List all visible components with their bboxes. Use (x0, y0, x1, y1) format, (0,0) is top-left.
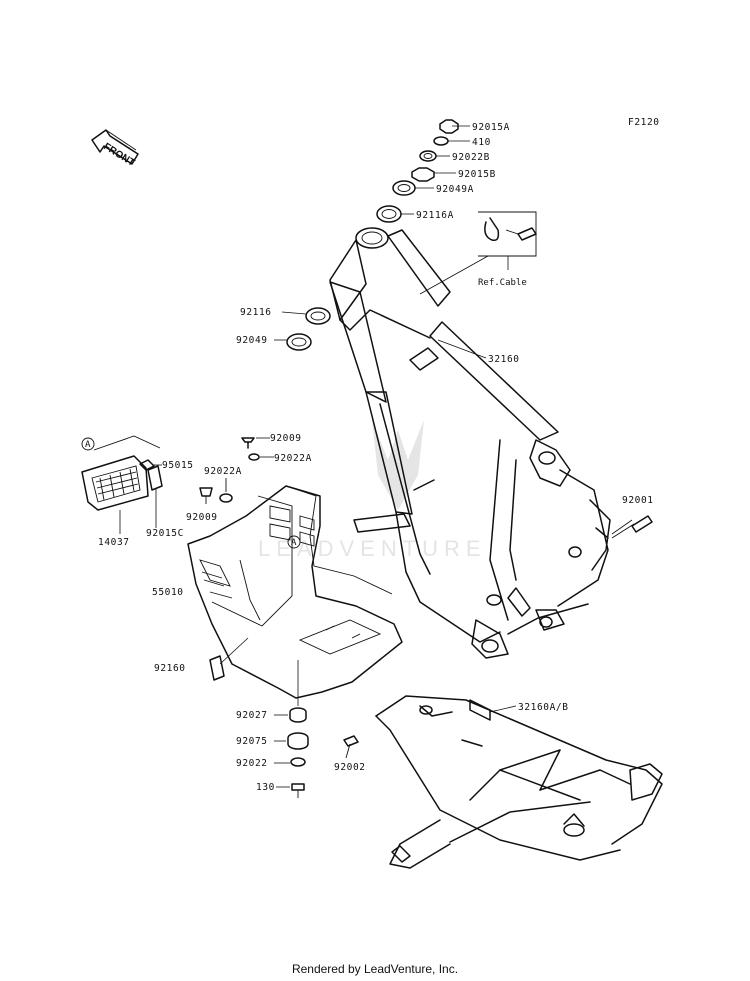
label-92015A: 92015A (472, 122, 510, 133)
label-32160AB: 32160A/B (518, 702, 569, 713)
label-14037: 14037 (98, 537, 130, 548)
label-92116: 92116 (240, 307, 272, 318)
nut-92015A (439, 119, 459, 134)
main-frame (329, 227, 633, 659)
label-32160: 32160 (488, 354, 520, 365)
label-95015: 95015 (162, 460, 194, 471)
label-92015B: 92015B (458, 169, 496, 180)
lower-bearings (274, 307, 331, 351)
label-92009-left: 92009 (186, 512, 218, 523)
front-arrow-icon: FRONT (91, 129, 139, 169)
marker-A-right: A (291, 538, 297, 548)
subframe-32160AB (375, 695, 663, 869)
cable-clip-icon (419, 211, 537, 295)
guard-14037: A (81, 435, 163, 534)
label-92009-top: 92009 (270, 433, 302, 444)
watermark-text: LEADVENTURE (258, 536, 487, 561)
label-ref-cable: Ref.Cable (478, 278, 527, 288)
marker-A-left: A (85, 440, 91, 450)
label-130: 130 (256, 782, 275, 793)
washer-92022A-left-icon (219, 478, 233, 503)
label-92022A-left: 92022A (204, 466, 242, 477)
skid-plate-55010: A (187, 485, 403, 699)
steering-head-hardware (376, 119, 470, 223)
label-92002: 92002 (334, 762, 366, 773)
footer-credit: Rendered by LeadVenture, Inc. (291, 962, 459, 976)
label-92022B: 92022B (452, 152, 490, 163)
washer-410 (433, 136, 449, 146)
front-label: FRONT (101, 141, 136, 169)
label-92022A-top: 92022A (274, 453, 312, 464)
diagram-code: F2120 (628, 117, 660, 128)
watermark-logo: LEADVENTURE (258, 420, 487, 561)
label-92022: 92022 (236, 758, 268, 769)
pad-92160-icon (209, 655, 225, 681)
label-92049A: 92049A (436, 184, 474, 195)
label-92001: 92001 (622, 495, 654, 506)
label-410: 410 (472, 137, 491, 148)
label-92015C: 92015C (146, 528, 184, 539)
label-92116A: 92116A (416, 210, 454, 221)
washer-92022A-icon (248, 453, 274, 461)
label-55010: 55010 (152, 587, 184, 598)
label-92027: 92027 (236, 710, 268, 721)
bolt-92001-icon (611, 515, 653, 539)
label-92160: 92160 (154, 663, 186, 674)
nut-92015B (411, 167, 435, 182)
grommet-stack (274, 660, 309, 798)
bolt-92002-icon (343, 735, 359, 759)
label-92075: 92075 (236, 736, 268, 747)
bolt-92009-left-icon (199, 487, 213, 504)
bolt-92009-icon (241, 437, 270, 449)
label-92049: 92049 (236, 335, 268, 346)
